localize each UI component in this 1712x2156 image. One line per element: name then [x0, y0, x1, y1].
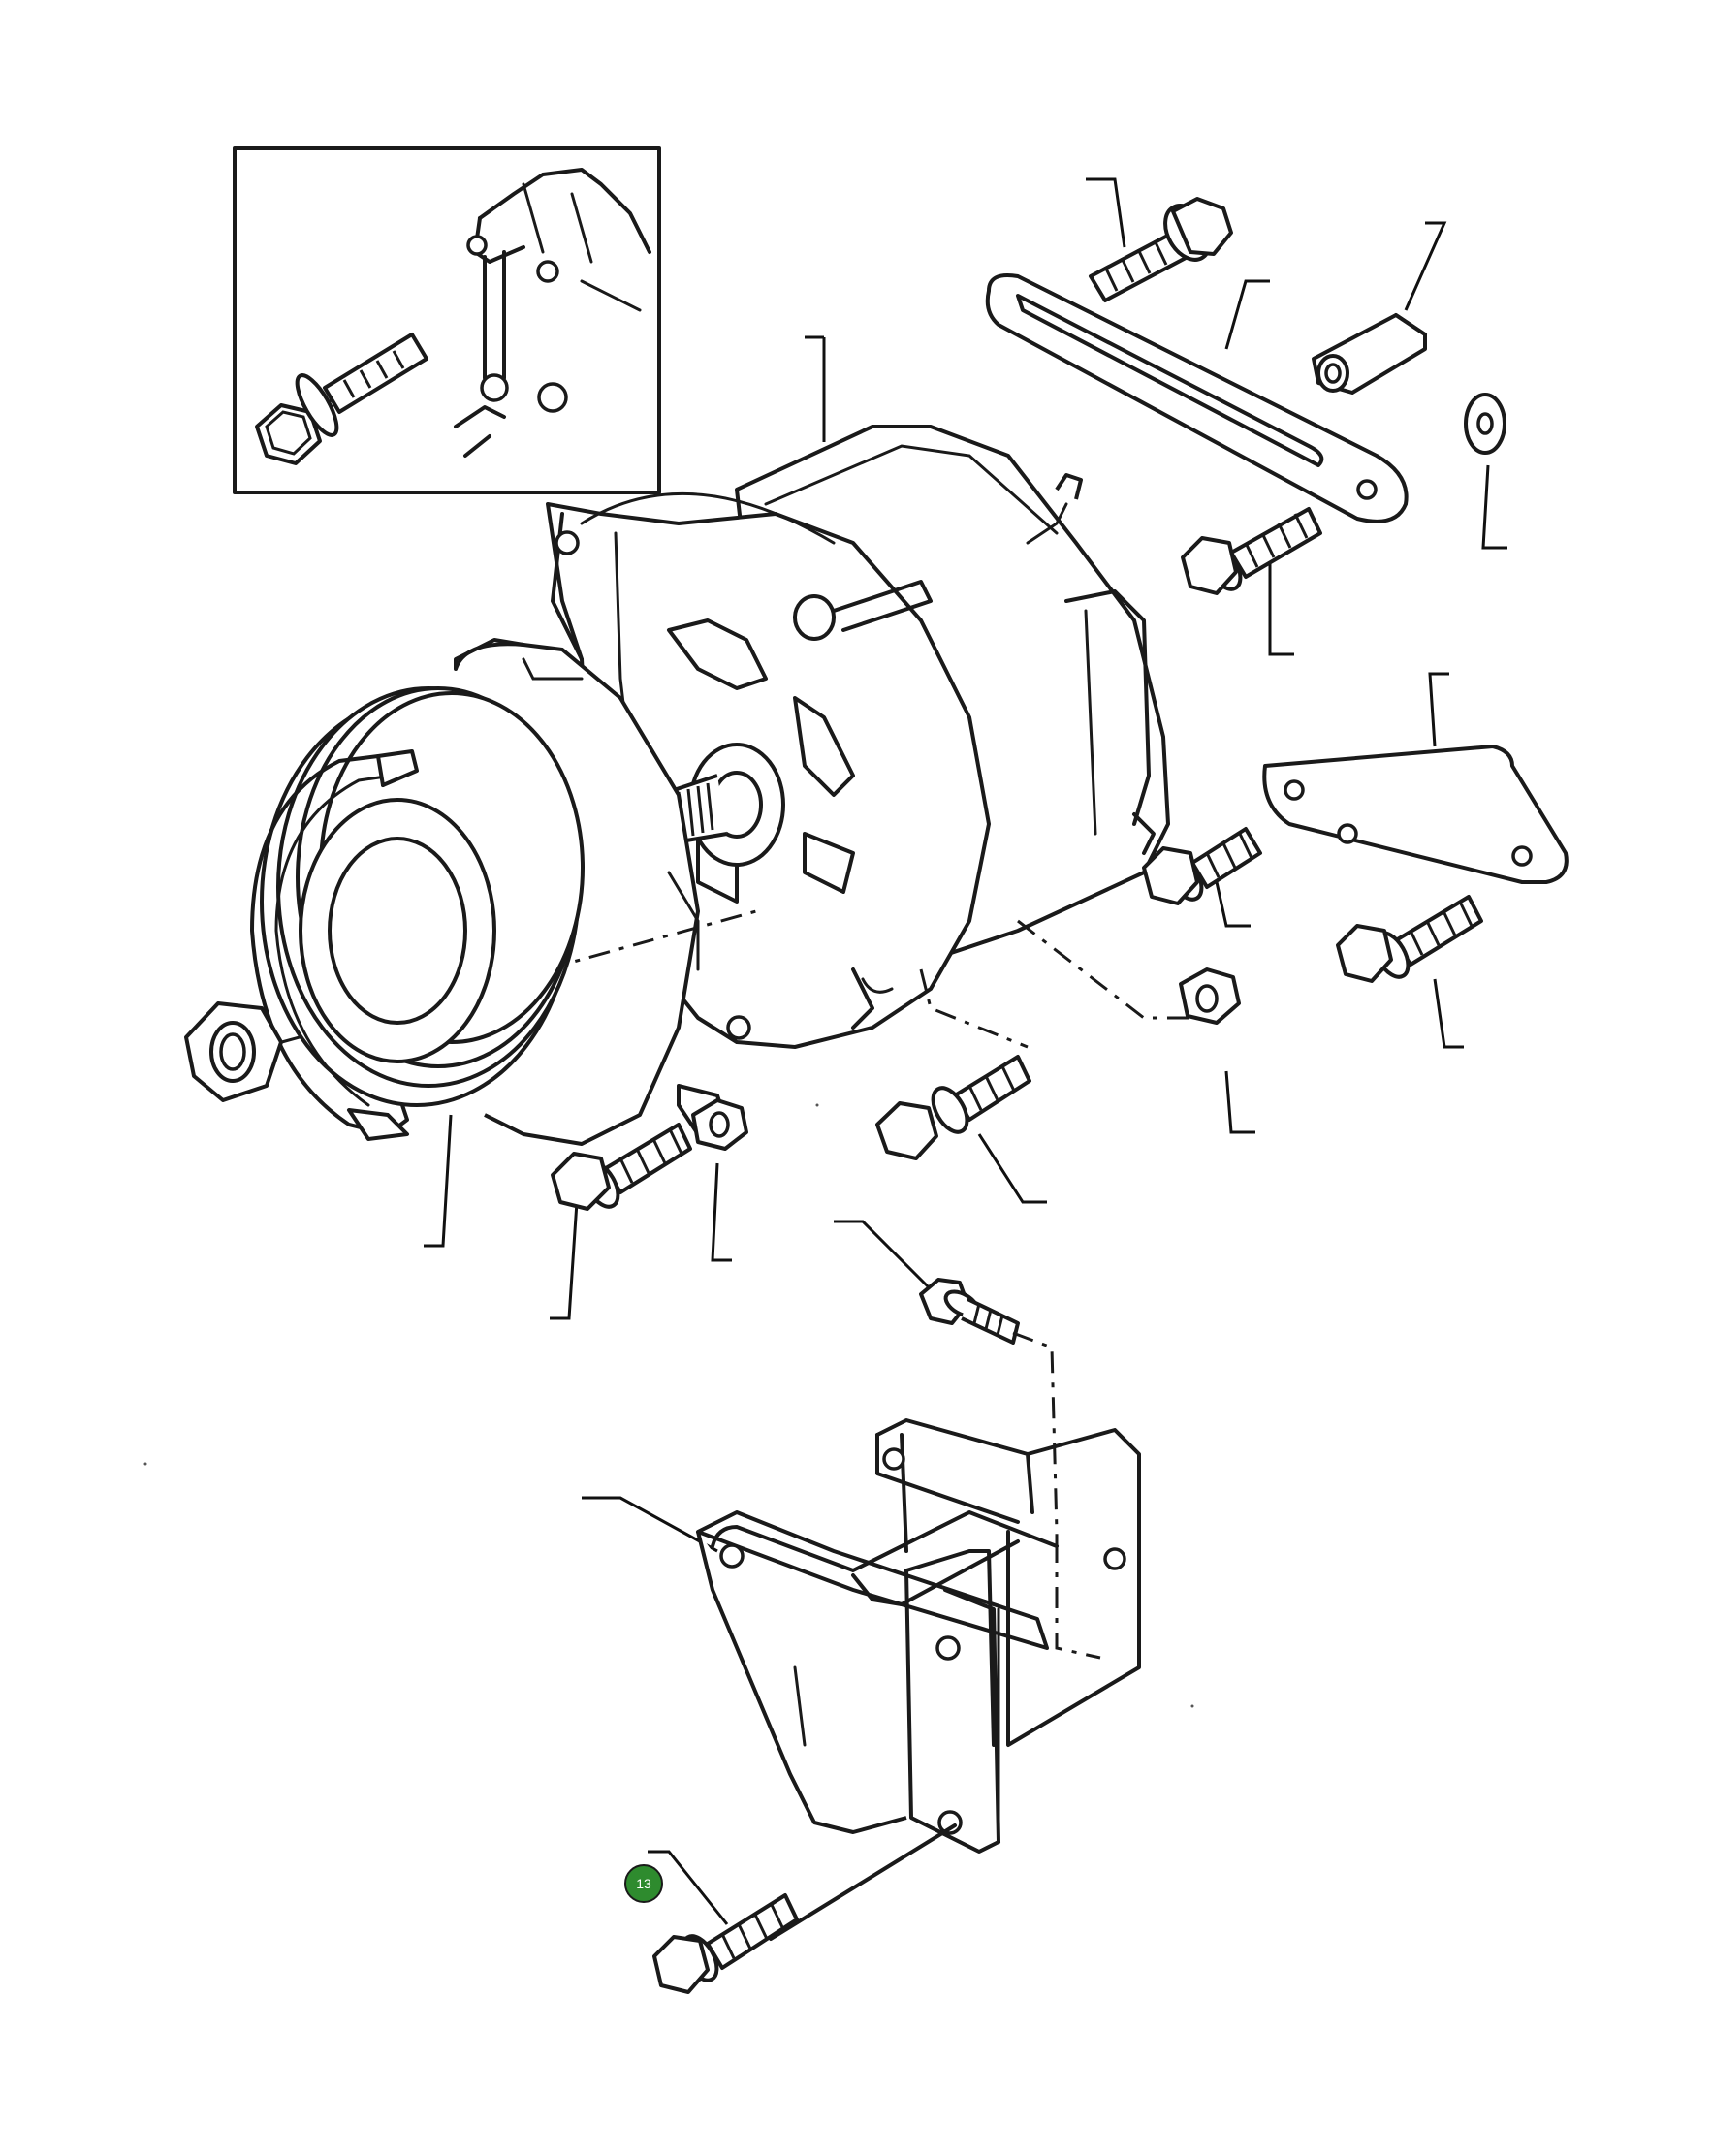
mount-bolt-icon: [919, 1278, 1101, 1660]
washer-center-icon: [1179, 967, 1241, 1025]
adjusting-link: [985, 273, 1409, 523]
inset-bracket-icon: [454, 168, 651, 458]
spacer-icon: [1312, 313, 1427, 395]
pulley-nut-icon: [184, 1001, 283, 1102]
mounting-bracket: [696, 1418, 1141, 1941]
scan-dot: [815, 1103, 819, 1107]
bracket-plate: [1262, 745, 1569, 884]
inset-detail: [233, 146, 661, 494]
callout-13-label: 13: [636, 1876, 651, 1891]
bottom-bolt-icon: [652, 1893, 799, 1994]
lower-center-bolt-icon: [875, 1055, 1031, 1160]
scan-dot: [1190, 1704, 1194, 1708]
callout-13-badge[interactable]: [624, 1864, 663, 1903]
washer-lower-left-icon: [691, 1098, 748, 1151]
washer-right-icon: [1464, 393, 1506, 455]
scan-dot: [143, 1462, 147, 1466]
lower-left-bolt-icon: [551, 1123, 692, 1211]
inset-bolt-icon: [255, 333, 428, 465]
right-bolt-1-icon: [1181, 507, 1322, 595]
leader-lines: [424, 177, 1507, 1925]
top-bolt-icon: [1089, 197, 1233, 302]
pulley: [250, 686, 585, 1141]
callout-13[interactable]: 13: [624, 1864, 663, 1903]
right-bolt-2-icon: [1142, 827, 1262, 905]
right-bolt-3-icon: [1336, 895, 1483, 983]
